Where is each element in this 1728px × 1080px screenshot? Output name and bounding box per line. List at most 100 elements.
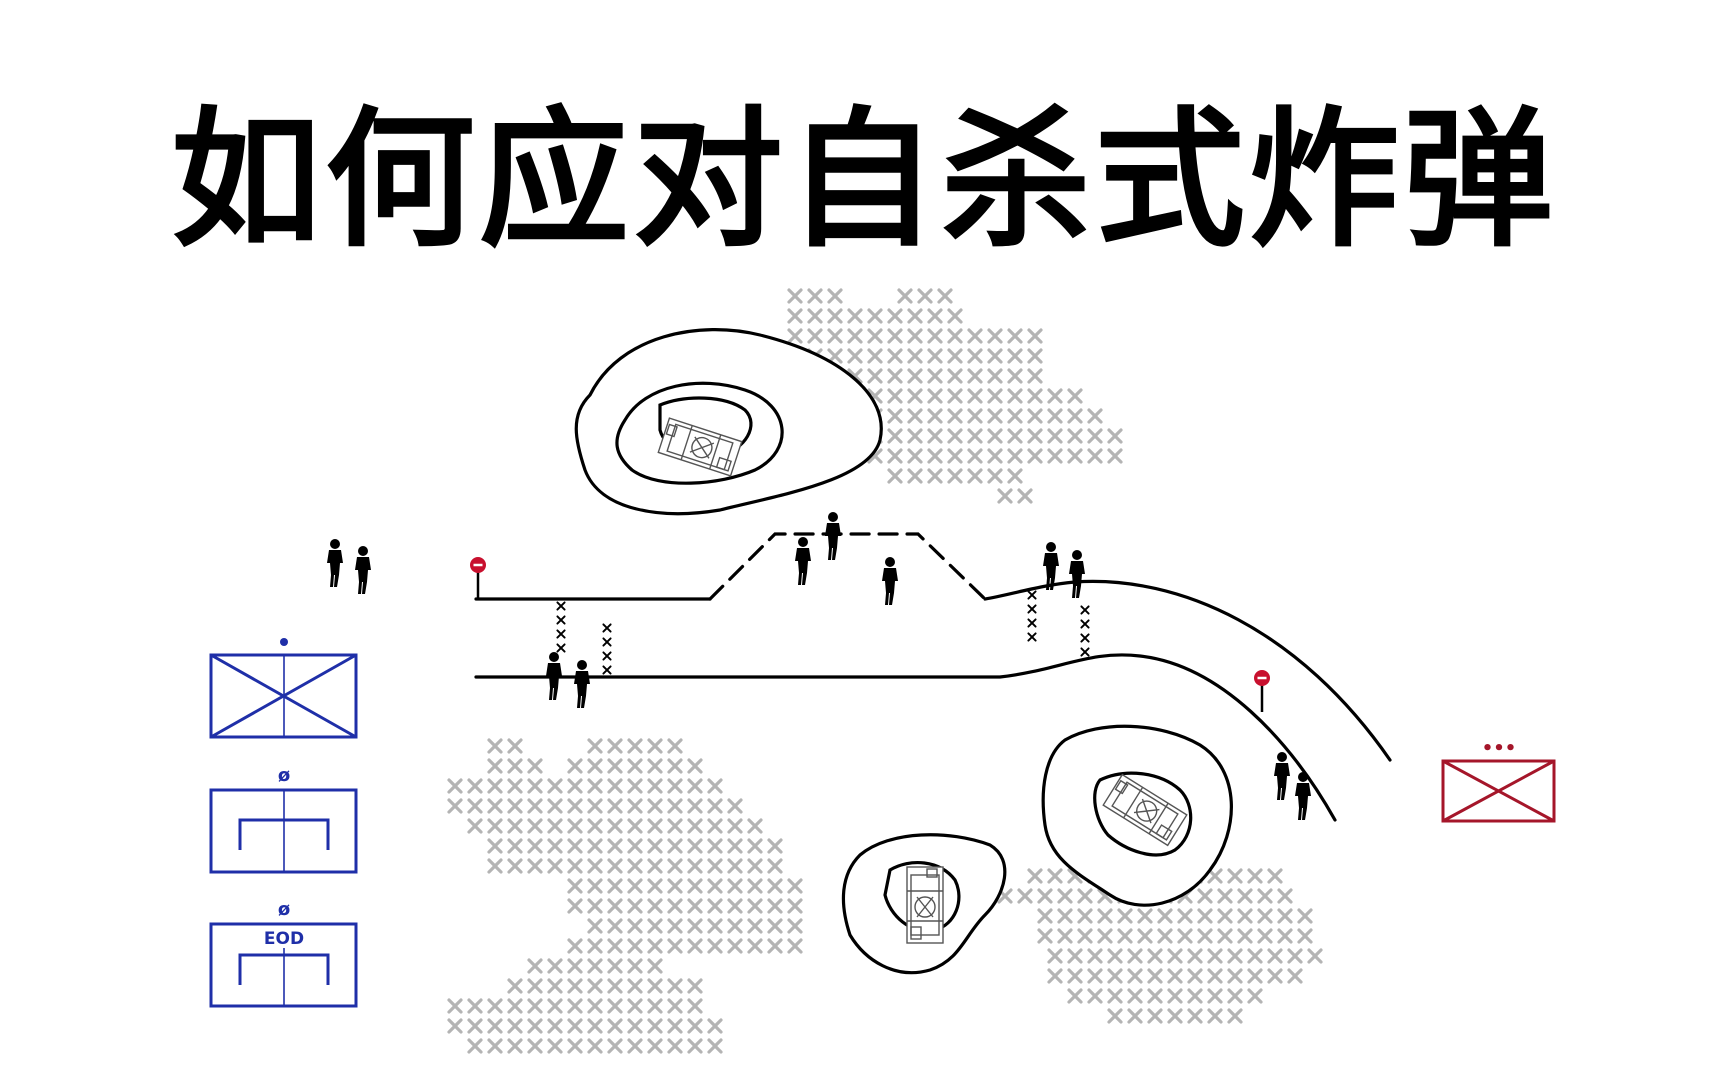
minefield-icon	[767, 918, 783, 934]
minefield-icon	[1277, 888, 1293, 904]
minefield-icon	[1127, 1008, 1143, 1024]
minefield-icon	[937, 288, 953, 304]
minefield-icon	[967, 348, 983, 364]
minefield-icon	[887, 348, 903, 364]
minefield-icon	[1117, 928, 1133, 944]
minefield-icon	[527, 778, 543, 794]
minefield-icon	[1057, 928, 1073, 944]
minefield-icon	[647, 798, 663, 814]
minefield-icon	[947, 348, 963, 364]
minefield-icon	[1007, 468, 1023, 484]
minefield-icon	[627, 818, 643, 834]
minefield-icon	[467, 998, 483, 1014]
minefield-icon	[947, 308, 963, 324]
minefield-icon	[967, 428, 983, 444]
minefield-icon	[627, 798, 643, 814]
minefield-icon	[1047, 388, 1063, 404]
minefield-icon	[1227, 968, 1243, 984]
minefield-icon	[1277, 928, 1293, 944]
engineer-unit-symbol: ø	[209, 765, 358, 874]
minefield-icon	[707, 778, 723, 794]
minefield-icon	[1147, 988, 1163, 1004]
minefield-icon	[1217, 888, 1233, 904]
minefield-icon	[667, 758, 683, 774]
minefield-icon	[887, 428, 903, 444]
minefield-icon	[667, 998, 683, 1014]
minefield-icon	[487, 1038, 503, 1054]
minefield-icon	[547, 838, 563, 854]
minefield-icon	[707, 798, 723, 814]
minefield-icon	[527, 818, 543, 834]
minefield-icon	[1207, 1008, 1223, 1024]
minefield-icon	[487, 818, 503, 834]
minefield-icon	[1107, 948, 1123, 964]
minefield-icon	[667, 838, 683, 854]
minefield-icon	[627, 958, 643, 974]
minefield-icon	[567, 858, 583, 874]
minefield-icon	[997, 488, 1013, 504]
minefield-icon	[1057, 908, 1073, 924]
minefield-icon	[847, 348, 863, 364]
legend-unit-symbols: ø ø EOD	[209, 638, 358, 1008]
minefield-icon	[667, 1018, 683, 1034]
minefield-icon	[827, 348, 843, 364]
minefield-icon	[1207, 948, 1223, 964]
minefield-icon	[1027, 328, 1043, 344]
minefield-icon	[1087, 948, 1103, 964]
minefield-icon	[727, 938, 743, 954]
minefield-icon	[1097, 928, 1113, 944]
minefield-icon	[627, 758, 643, 774]
minefield-icon	[1267, 968, 1283, 984]
minefield-icon	[687, 818, 703, 834]
minefield-icon	[887, 368, 903, 384]
minefield-icon	[907, 408, 923, 424]
minefield-icon	[567, 838, 583, 854]
minefield-icon	[827, 328, 843, 344]
minefield-icon	[707, 1018, 723, 1034]
minefield-icon	[947, 408, 963, 424]
minefield-icon	[747, 818, 763, 834]
minefield-bottom-left	[447, 738, 803, 1054]
minefield-icon	[1027, 388, 1043, 404]
obstacle-wire-mark	[556, 629, 566, 639]
minefield-icon	[967, 468, 983, 484]
minefield-icon	[487, 798, 503, 814]
minefield-icon	[567, 978, 583, 994]
minefield-icon	[587, 918, 603, 934]
minefield-icon	[1297, 908, 1313, 924]
minefield-icon	[987, 408, 1003, 424]
minefield-icon	[687, 878, 703, 894]
minefield-icon	[647, 838, 663, 854]
minefield-icon	[647, 958, 663, 974]
minefield-icon	[627, 918, 643, 934]
minefield-icon	[567, 898, 583, 914]
minefield-icon	[1027, 348, 1043, 364]
minefield-icon	[587, 898, 603, 914]
minefield-icon	[507, 1018, 523, 1034]
minefield-icon	[1287, 968, 1303, 984]
minefield-icon	[767, 898, 783, 914]
minefield-icon	[947, 428, 963, 444]
minefield-icon	[547, 1018, 563, 1034]
minefield-icon	[1287, 948, 1303, 964]
minefield-icon	[747, 838, 763, 854]
stop-sign-icon	[470, 557, 486, 599]
minefield-icon	[647, 818, 663, 834]
minefield-icon	[587, 1018, 603, 1034]
minefield-icon	[1037, 908, 1053, 924]
minefield-icon	[687, 978, 703, 994]
minefield-icon	[647, 898, 663, 914]
minefield-icon	[1087, 448, 1103, 464]
minefield-icon	[627, 898, 643, 914]
obstacle-wire-mark	[602, 637, 612, 647]
minefield-icon	[507, 858, 523, 874]
minefield-icon	[687, 938, 703, 954]
minefield-icon	[1087, 408, 1103, 424]
minefield-icon	[447, 798, 463, 814]
minefield-icon	[707, 858, 723, 874]
minefield-icon	[1237, 928, 1253, 944]
minefield-icon	[767, 838, 783, 854]
minefield-icon	[947, 388, 963, 404]
minefield-icon	[887, 308, 903, 324]
minefield-icon	[1207, 868, 1223, 884]
